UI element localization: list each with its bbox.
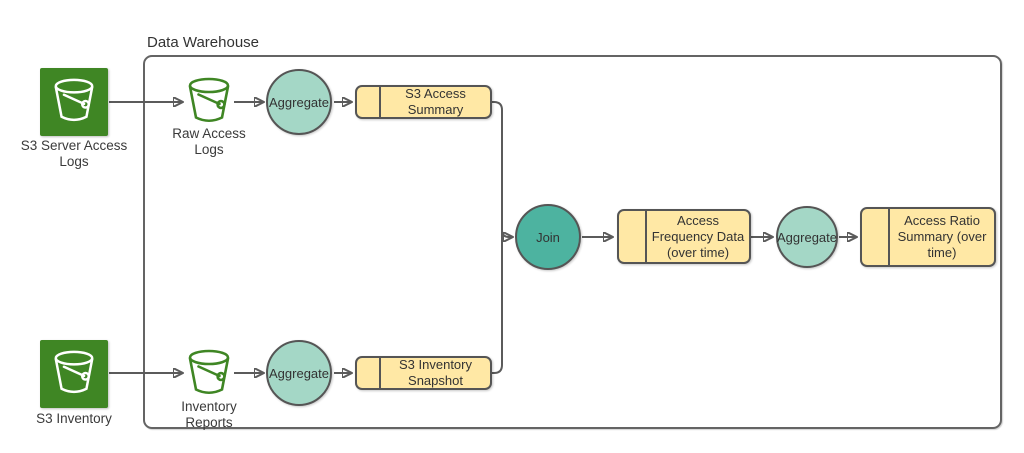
- node-label-aggregate-top: Aggregate: [269, 94, 329, 110]
- table-stub: [619, 211, 647, 262]
- node-label-join: Join: [536, 229, 560, 245]
- node-label-raw-access-logs: Raw Access Logs: [172, 126, 246, 157]
- node-aggregate-top: Aggregate: [266, 69, 332, 135]
- node-label-s3-server-access-logs: S3 Server Access Logs: [20, 138, 128, 169]
- node-label-inventory-reports: Inventory Reports: [181, 399, 237, 430]
- node-label-aggregate-bottom: Aggregate: [269, 365, 329, 381]
- node-label-access-ratio-summary: Access Ratio Summary (over time): [897, 213, 987, 260]
- s3-bucket-outline-icon: [186, 77, 232, 128]
- node-s3-server-access-logs: [40, 68, 108, 136]
- node-label-s3-access-summary: S3 Access Summary: [405, 86, 466, 117]
- s3-bucket-icon: [52, 349, 96, 400]
- s3-bucket-icon: [52, 77, 96, 128]
- node-label-s3-inventory-snapshot: S3 Inventory Snapshot: [399, 357, 472, 388]
- node-access-frequency-data: Access Frequency Data (over time): [617, 209, 751, 264]
- data-warehouse-container: [143, 55, 1002, 429]
- node-label-access-frequency-data: Access Frequency Data (over time): [651, 212, 745, 260]
- node-raw-access-logs: [186, 76, 232, 129]
- node-s3-inventory: [40, 340, 108, 408]
- node-aggregate-right: Aggregate: [776, 206, 838, 268]
- table-stub: [357, 87, 381, 117]
- node-s3-inventory-snapshot: S3 Inventory Snapshot: [355, 356, 492, 390]
- node-aggregate-bottom: Aggregate: [266, 340, 332, 406]
- s3-bucket-outline-icon: [186, 349, 232, 400]
- node-s3-access-summary: S3 Access Summary: [355, 85, 492, 119]
- node-join: Join: [515, 204, 581, 270]
- node-label-aggregate-right: Aggregate: [777, 229, 837, 245]
- table-stub: [357, 358, 381, 388]
- node-access-ratio-summary: Access Ratio Summary (over time): [860, 207, 996, 267]
- data-warehouse-label: Data Warehouse: [147, 34, 260, 51]
- node-label-s3-inventory: S3 Inventory: [36, 411, 112, 426]
- node-inventory-reports: [186, 348, 232, 401]
- table-stub: [862, 209, 890, 265]
